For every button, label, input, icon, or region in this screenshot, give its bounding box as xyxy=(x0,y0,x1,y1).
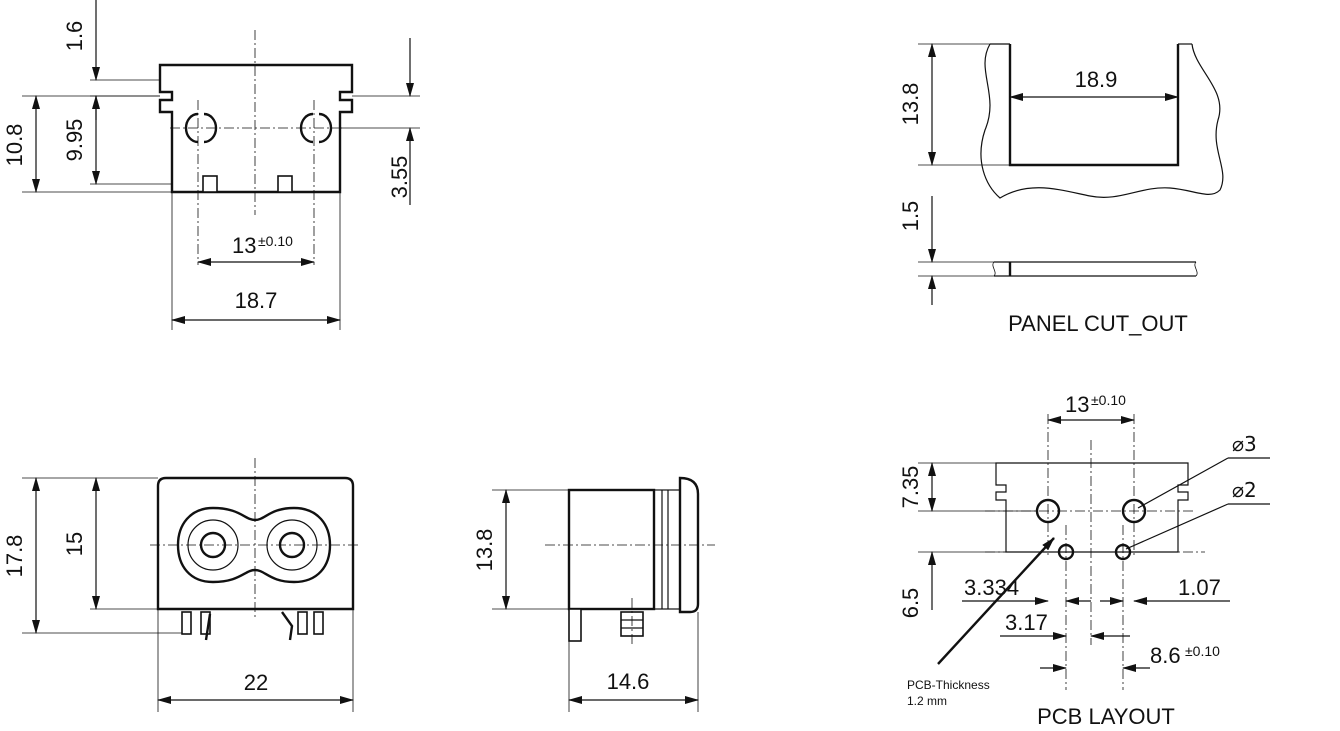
pcb-dim-1-07: 1.07 xyxy=(1178,575,1221,600)
pcb-layout-drawing: 13 ±0.10 7.35 6.5 ⌀3 ⌀2 3.334 1.07 3.17 … xyxy=(898,392,1270,729)
dim-13: 13 xyxy=(232,233,256,258)
front-view-drawing: 17.8 15 22 xyxy=(2,458,360,712)
pcb-dim-8-6: 8.6 xyxy=(1150,643,1181,668)
panel-dim-18-9: 18.9 xyxy=(1075,67,1118,92)
dim-10-8: 10.8 xyxy=(2,124,27,167)
dim-1-6: 1.6 xyxy=(62,21,87,52)
front-dim-15: 15 xyxy=(62,532,87,556)
pcb-dim-3-334: 3.334 xyxy=(964,575,1019,600)
dim-9-95: 9.95 xyxy=(62,119,87,162)
pcb-layout-title: PCB LAYOUT xyxy=(1037,704,1175,729)
dim-18-7: 18.7 xyxy=(235,288,278,313)
panel-cutout-title: PANEL CUT_OUT xyxy=(1008,311,1188,336)
top-view-drawing: 1.6 10.8 9.95 3.55 13 ±0.10 18.7 xyxy=(2,0,420,330)
side-view-drawing: 13.8 14.6 xyxy=(472,476,715,712)
side-dim-14-6: 14.6 xyxy=(607,669,650,694)
pcb-dim-13-tolerance: ±0.10 xyxy=(1091,392,1126,408)
pcb-dim-7-35: 7.35 xyxy=(898,466,923,509)
pcb-thickness-label: PCB-Thickness xyxy=(907,678,990,692)
dim-3-55: 3.55 xyxy=(387,156,412,199)
panel-dim-1-5: 1.5 xyxy=(898,201,923,232)
pcb-thickness-value: 1.2 mm xyxy=(907,694,947,708)
pcb-dim-8-6-tolerance: ±0.10 xyxy=(1185,643,1220,659)
panel-cutout-drawing: 13.8 18.9 1.5 PANEL CUT_OUT xyxy=(898,43,1224,336)
side-dim-13-8: 13.8 xyxy=(472,529,497,572)
pcb-hole-d2: ⌀2 xyxy=(1232,478,1257,502)
pcb-dim-13: 13 xyxy=(1065,392,1089,417)
pcb-hole-d3: ⌀3 xyxy=(1232,432,1257,456)
pcb-dim-3-17: 3.17 xyxy=(1005,610,1048,635)
dim-13-tolerance: ±0.10 xyxy=(258,233,293,249)
front-dim-17-8: 17.8 xyxy=(2,535,27,578)
panel-dim-13-8: 13.8 xyxy=(898,83,923,126)
pcb-dim-6-5: 6.5 xyxy=(898,588,923,619)
front-dim-22: 22 xyxy=(244,670,268,695)
